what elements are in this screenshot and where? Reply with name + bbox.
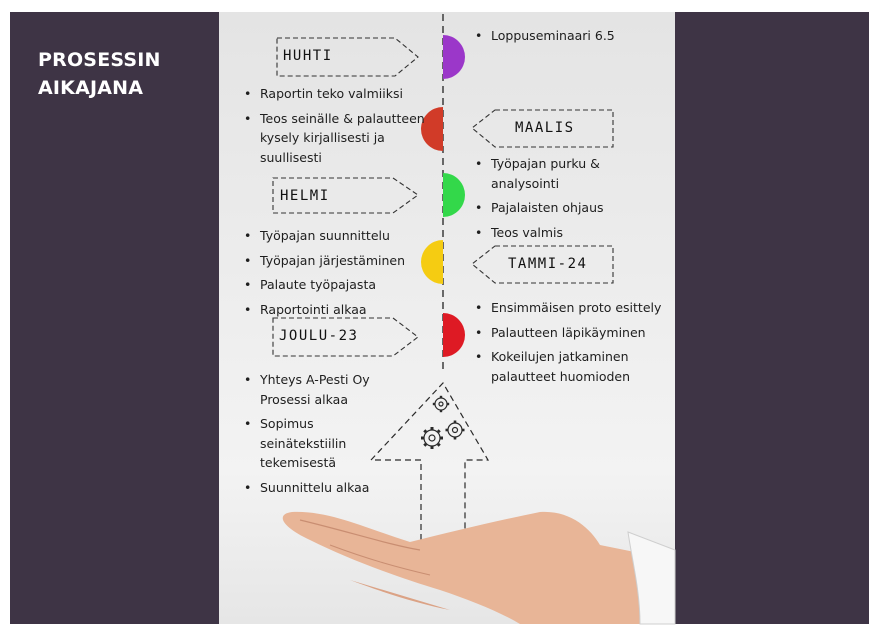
- open-hand-image: [282, 511, 676, 625]
- huhti-marker: [443, 35, 465, 79]
- month-label-joulu: JOULU-23: [279, 328, 359, 344]
- events-tammi-right: Ensimmäisen proto esittely Palautteen lä…: [474, 298, 674, 391]
- up-arrow: [369, 382, 490, 540]
- list-item: Työpajan suunnittelu: [243, 226, 433, 246]
- list-item: Palaute työpajasta: [243, 275, 433, 295]
- list-item: Raportointi alkaa: [243, 300, 433, 320]
- list-item: Ensimmäisen proto esittely: [474, 298, 674, 318]
- list-item: Työpajan purku & analysointi: [474, 154, 614, 193]
- helmi-label-box: [272, 177, 419, 214]
- title-line-2: AIKAJANA: [38, 77, 144, 99]
- helmi-marker: [443, 173, 465, 217]
- list-item: Yhteys A-Pesti Oy Prosessi alkaa: [243, 370, 393, 409]
- list-item: Työpajan järjestäminen: [243, 251, 433, 271]
- list-item: Loppuseminaari 6.5: [474, 26, 664, 46]
- list-item: Raportin teko valmiiksi: [243, 84, 428, 104]
- tammi-label-box: [471, 245, 614, 284]
- maalis-label-box: [471, 109, 614, 148]
- events-joulu-left: Yhteys A-Pesti Oy Prosessi alkaa Sopimus…: [243, 370, 393, 502]
- month-label-helmi: HELMI: [280, 188, 330, 204]
- huhti-label-box: [276, 37, 419, 77]
- list-item: Kokeilujen jatkaminen palautteet huomiod…: [474, 347, 674, 386]
- events-huhti-left: Raportin teko valmiiksi Teos seinälle & …: [243, 84, 428, 172]
- month-label-tammi: TAMMI-24: [508, 256, 588, 272]
- events-maalis-right: Työpajan purku & analysointi Pajalaisten…: [474, 154, 614, 247]
- list-item: Suunnittelu alkaa: [243, 478, 393, 498]
- list-item: Pajalaisten ohjaus: [474, 198, 614, 218]
- events-helmi-left: Työpajan suunnittelu Työpajan järjestämi…: [243, 226, 433, 324]
- slide-title: PROSESSIN AIKAJANA: [38, 46, 161, 102]
- list-item: Sopimus seinätekstiilin tekemisestä: [243, 414, 393, 473]
- list-item: Palautteen läpikäyminen: [474, 323, 674, 343]
- list-item: Teos seinälle & palautteen kysely kirjal…: [243, 109, 428, 168]
- title-line-1: PROSESSIN: [38, 49, 161, 71]
- joulu-marker: [443, 313, 465, 357]
- list-item: Teos valmis: [474, 223, 614, 243]
- gears-icon: [421, 395, 465, 449]
- events-huhti-right: Loppuseminaari 6.5: [474, 26, 664, 51]
- month-label-huhti: HUHTI: [283, 48, 333, 64]
- month-label-maalis: MAALIS: [515, 120, 575, 136]
